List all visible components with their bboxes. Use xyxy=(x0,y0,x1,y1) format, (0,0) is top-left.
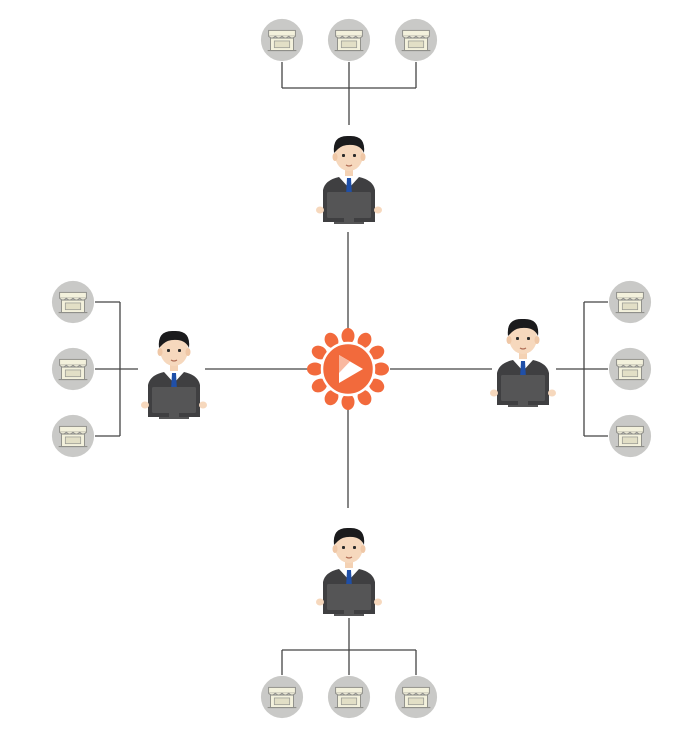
storefront-icon xyxy=(51,347,95,391)
storefront-icon xyxy=(608,347,652,391)
businessman-at-computer-icon-top xyxy=(315,135,383,224)
storefront-icon xyxy=(260,675,304,719)
play-sun-logo-icon xyxy=(305,326,391,412)
storefront-icon xyxy=(394,675,438,719)
storefront-icon xyxy=(394,18,438,62)
storefront-icon xyxy=(608,280,652,324)
storefront-icon xyxy=(327,18,371,62)
storefront-icon xyxy=(51,280,95,324)
storefront-icon xyxy=(608,414,652,458)
businessman-at-computer-icon-bottom xyxy=(315,527,383,616)
businessman-at-computer-icon-right xyxy=(489,318,557,407)
storefront-icon xyxy=(260,18,304,62)
storefront-icon xyxy=(327,675,371,719)
storefront-icon xyxy=(51,414,95,458)
connector-lines xyxy=(95,62,608,675)
businessman-at-computer-icon-left xyxy=(140,330,208,419)
